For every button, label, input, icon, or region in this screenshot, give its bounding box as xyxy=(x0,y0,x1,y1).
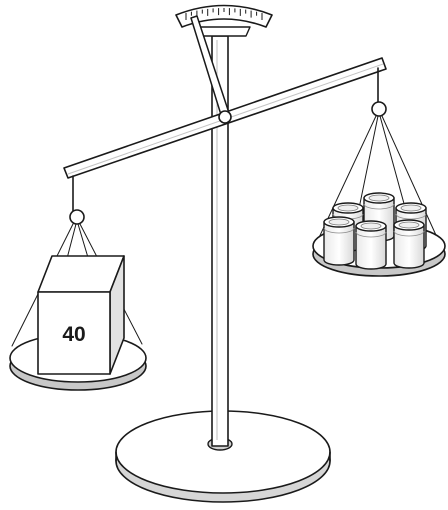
box-weight-label: 40 xyxy=(62,323,85,346)
cylinder-weights xyxy=(324,193,426,269)
dial-gauge xyxy=(176,6,272,37)
weight-box: 40 xyxy=(38,256,124,374)
cylinder-weight xyxy=(324,217,354,265)
cylinder-weight xyxy=(356,221,386,269)
cylinder-weight xyxy=(394,220,424,268)
